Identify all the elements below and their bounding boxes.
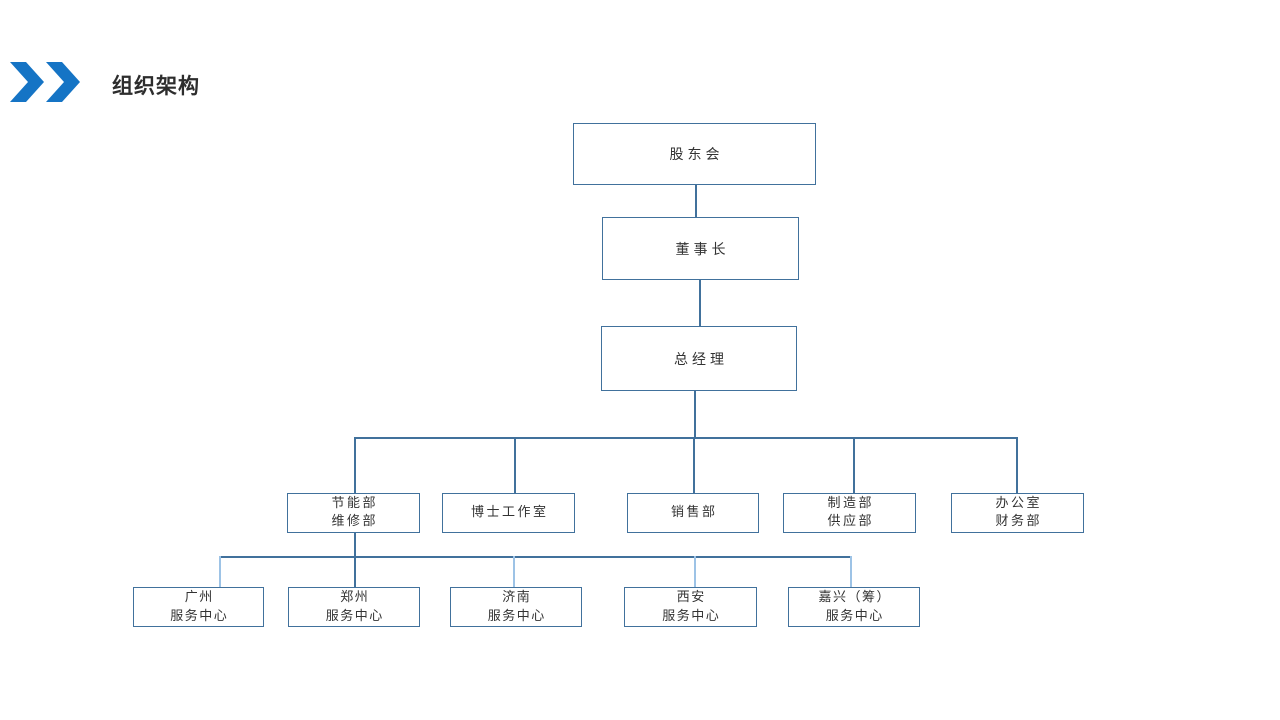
org-box-label: 西安 bbox=[676, 590, 706, 605]
org-box-general-manager: 总经理 bbox=[601, 326, 797, 391]
org-box-label: 董事长 bbox=[675, 241, 730, 258]
chevron-icon bbox=[46, 62, 80, 102]
connector-drop-dept-office bbox=[1016, 437, 1018, 493]
connector-drop-dept-sales bbox=[693, 437, 695, 493]
connector-chairman-gm bbox=[699, 280, 701, 326]
org-box-label: 办公室 bbox=[995, 496, 1042, 511]
org-box-dept-office: 办公室 财务部 bbox=[951, 493, 1084, 533]
page-title: 组织架构 bbox=[112, 74, 200, 98]
org-box-label: 股东会 bbox=[669, 147, 724, 163]
org-box-center-guangzhou: 广州 服务中心 bbox=[133, 587, 264, 627]
connector-drop-center-jiaxing bbox=[850, 556, 852, 587]
org-box-center-zhengzhou: 郑州 服务中心 bbox=[288, 587, 420, 627]
connector-drop-dept-energy bbox=[354, 437, 356, 493]
org-box-label: 嘉兴（筹） bbox=[818, 590, 891, 605]
connector-drop-dept-manufacture bbox=[853, 437, 855, 493]
connector-drop-dept-doctor bbox=[514, 437, 516, 493]
org-box-label: 博士工作室 bbox=[470, 505, 549, 520]
org-box-center-jinan: 济南 服务中心 bbox=[450, 587, 582, 627]
org-box-label: 制造部 bbox=[827, 496, 874, 511]
org-box-label: 节能部 bbox=[331, 496, 378, 511]
org-box-label: 供应部 bbox=[827, 514, 874, 529]
connector-drop-center-xian bbox=[694, 556, 696, 587]
org-box-label: 服务中心 bbox=[662, 609, 721, 624]
org-box-label: 济南 bbox=[502, 590, 532, 605]
org-box-dept-energy: 节能部 维修部 bbox=[287, 493, 420, 533]
org-box-dept-manufacture: 制造部 供应部 bbox=[783, 493, 916, 533]
connector-bus-level4 bbox=[354, 437, 1017, 439]
chevron-icon bbox=[10, 62, 44, 102]
org-box-center-xian: 西安 服务中心 bbox=[624, 587, 757, 627]
connector-gm-bus1 bbox=[694, 391, 696, 437]
org-box-label: 财务部 bbox=[995, 514, 1042, 529]
org-box-label: 服务中心 bbox=[170, 609, 229, 624]
connector-shareholders-chairman bbox=[695, 185, 697, 217]
org-box-label: 服务中心 bbox=[825, 609, 884, 624]
org-box-label: 维修部 bbox=[331, 514, 378, 529]
connector-drop-center-zhengzhou bbox=[354, 556, 356, 587]
connector-dept-energy-bus2 bbox=[354, 533, 356, 556]
org-box-label: 销售部 bbox=[670, 505, 718, 520]
org-box-dept-sales: 销售部 bbox=[627, 493, 759, 533]
connector-drop-center-guangzhou bbox=[219, 556, 221, 587]
org-box-chairman: 董事长 bbox=[602, 217, 799, 280]
org-box-label: 服务中心 bbox=[325, 609, 384, 624]
org-box-label: 郑州 bbox=[340, 590, 370, 605]
org-box-dept-doctor-studio: 博士工作室 bbox=[442, 493, 575, 533]
connector-bus-level5 bbox=[219, 556, 851, 558]
org-box-label: 服务中心 bbox=[487, 609, 546, 624]
double-chevron-icon bbox=[10, 62, 80, 102]
org-box-label: 广州 bbox=[184, 590, 214, 605]
org-box-label: 总经理 bbox=[674, 351, 728, 368]
connector-drop-center-jinan bbox=[513, 556, 515, 587]
org-box-shareholders: 股东会 bbox=[573, 123, 816, 185]
org-box-center-jiaxing: 嘉兴（筹） 服务中心 bbox=[788, 587, 920, 627]
